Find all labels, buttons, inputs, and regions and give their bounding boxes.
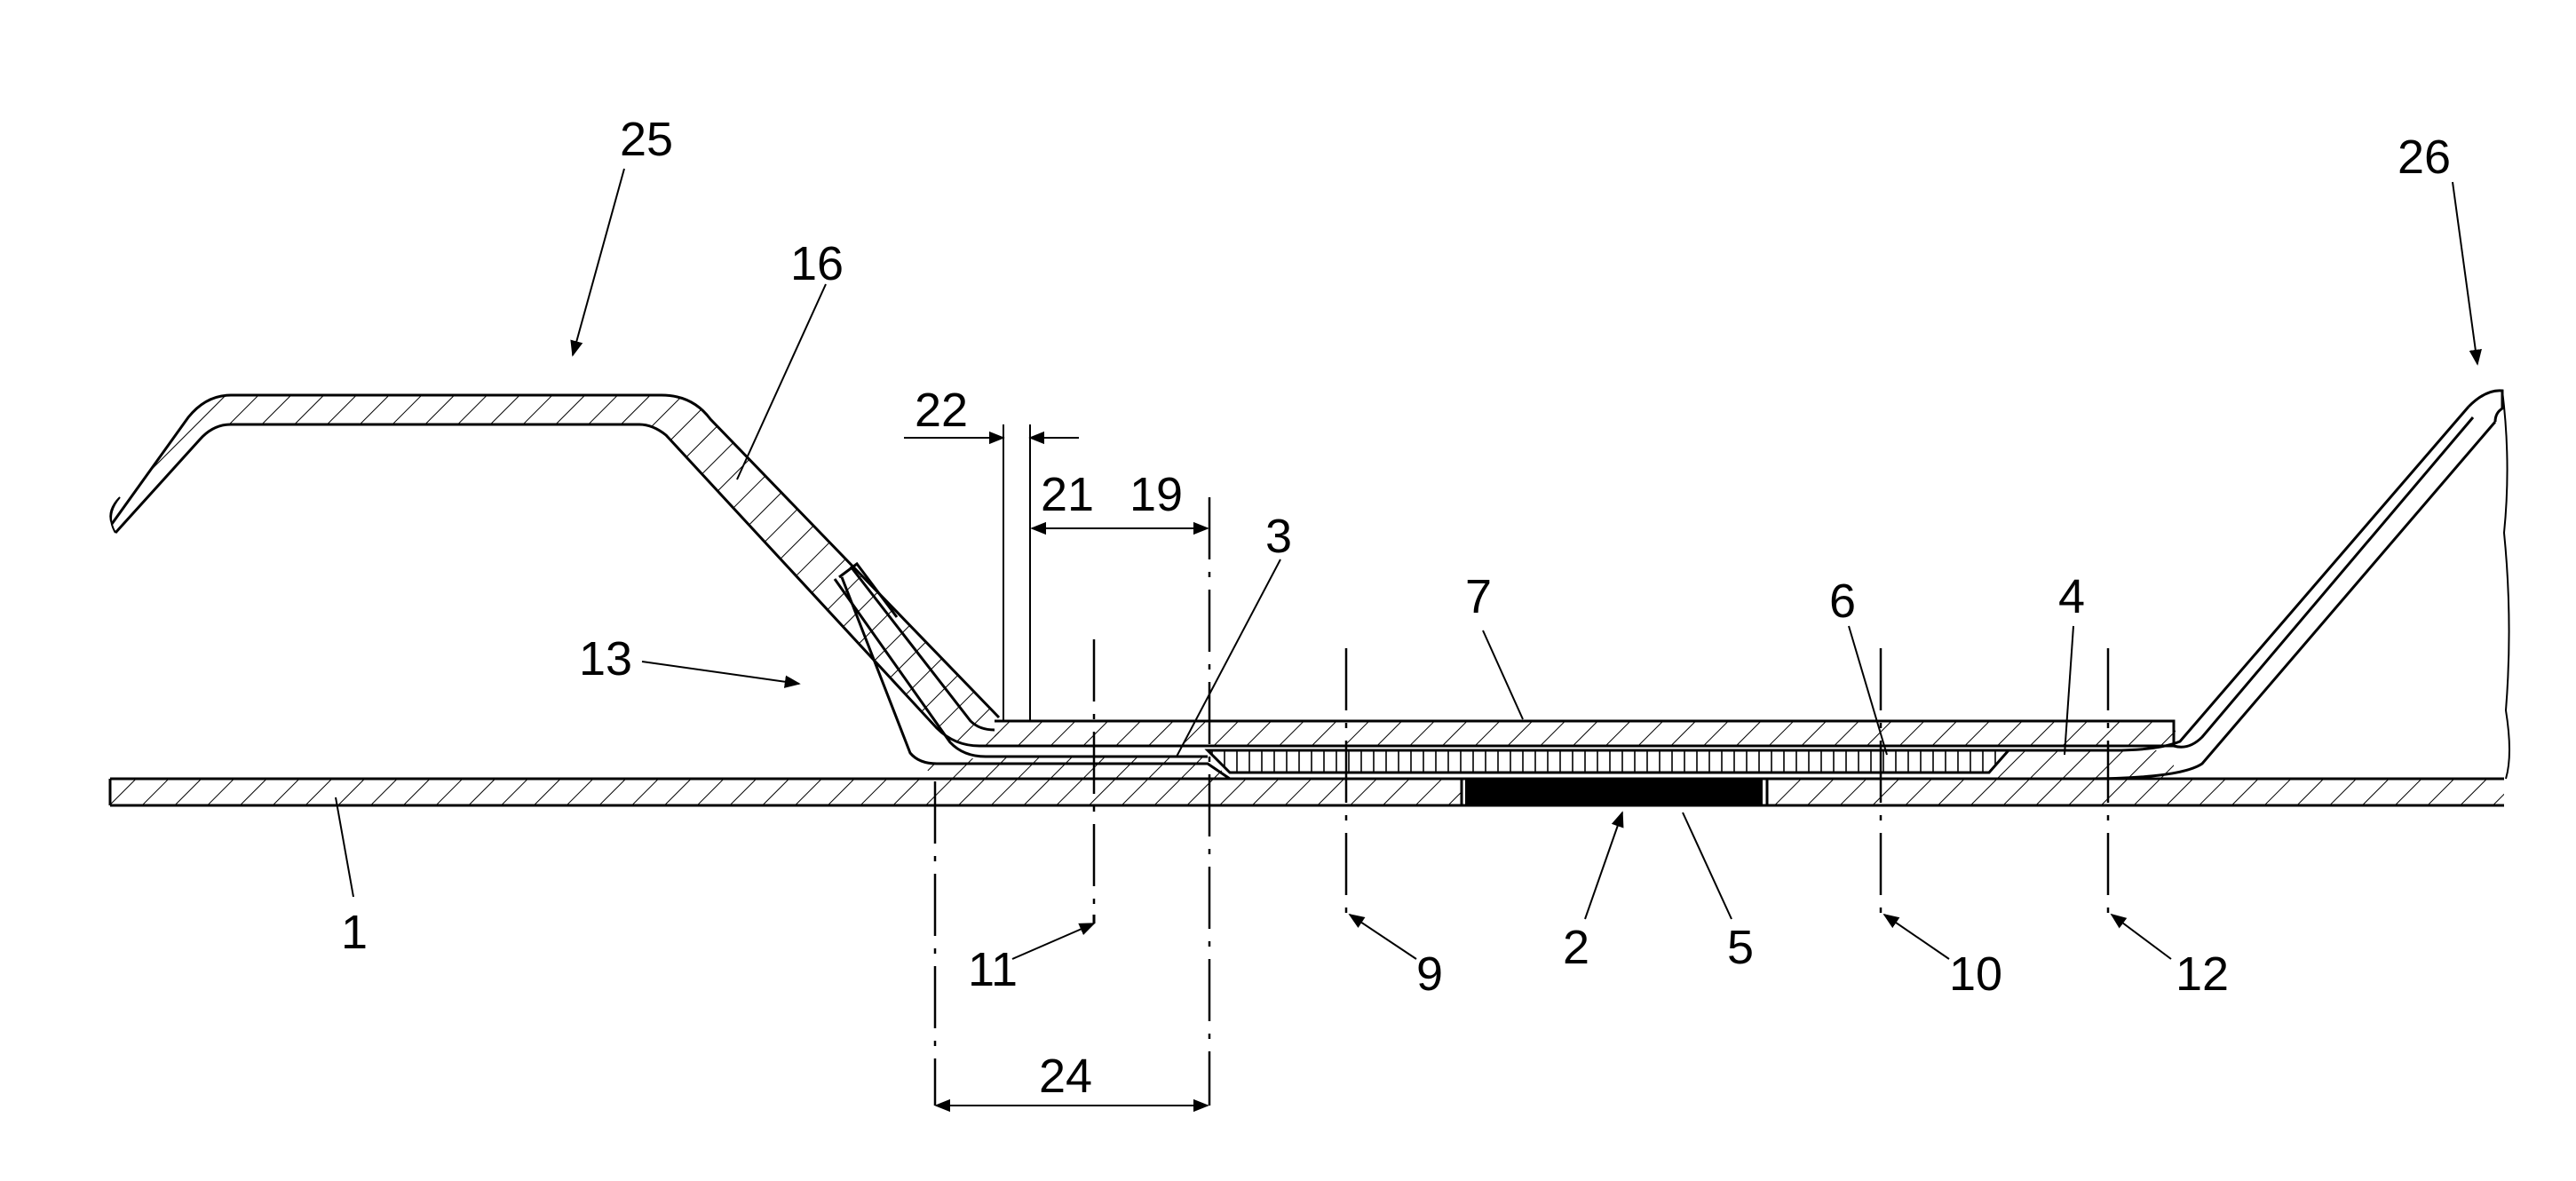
label-3: 3 bbox=[1265, 510, 1292, 563]
base-plate bbox=[110, 779, 2504, 805]
upper-sheet bbox=[995, 721, 2176, 746]
label-19: 19 bbox=[1129, 468, 1183, 521]
label-22: 22 bbox=[915, 384, 968, 437]
label-2: 2 bbox=[1563, 921, 1589, 974]
label-25: 25 bbox=[620, 113, 673, 166]
label-4: 4 bbox=[2058, 570, 2085, 623]
label-6: 6 bbox=[1829, 575, 1856, 628]
label-10: 10 bbox=[1949, 947, 2002, 1001]
joint-region bbox=[1465, 779, 1763, 805]
label-5: 5 bbox=[1727, 921, 1754, 974]
label-11: 11 bbox=[968, 943, 1018, 996]
label-16: 16 bbox=[790, 237, 844, 290]
intermediate-layer bbox=[1208, 750, 2009, 773]
leader-lines bbox=[336, 169, 2477, 959]
label-26: 26 bbox=[2398, 131, 2451, 184]
label-7: 7 bbox=[1465, 570, 1492, 623]
label-9: 9 bbox=[1416, 947, 1443, 1001]
label-1: 1 bbox=[341, 906, 368, 959]
label-21: 21 bbox=[1041, 468, 1094, 521]
label-12: 12 bbox=[2176, 947, 2229, 1001]
label-24: 24 bbox=[1039, 1050, 1092, 1103]
label-13: 13 bbox=[579, 632, 632, 686]
left-profile bbox=[110, 395, 999, 746]
